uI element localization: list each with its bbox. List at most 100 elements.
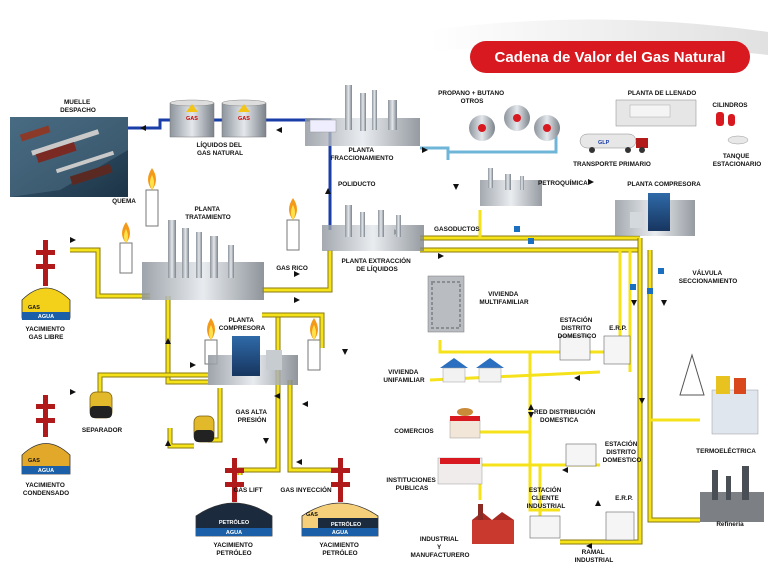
label-yac-petroleo-1b: PETRÓLEO bbox=[216, 548, 251, 557]
label-valvula-2: SECCIONAMIENTO bbox=[679, 278, 737, 285]
label-transporte: TRANSPORTE PRIMARIO bbox=[573, 161, 651, 168]
label-cliente-3: INDUSTRIAL bbox=[527, 503, 566, 510]
compressor-plant-top bbox=[615, 193, 695, 236]
label-industrial-2: Y bbox=[437, 544, 442, 551]
label-cliente-2: CLIENTE bbox=[531, 495, 559, 502]
extraction-plant bbox=[322, 205, 424, 251]
res-tag-petroleo: PETRÓLEO bbox=[219, 518, 250, 526]
petrochemical-plant bbox=[480, 168, 542, 206]
pipe-network bbox=[70, 118, 700, 545]
label-tanque-1: TANQUE bbox=[723, 153, 750, 160]
label-liquidos-1: LÍQUIDOS DEL bbox=[196, 140, 242, 149]
label-estacion-1b: DISTRITO bbox=[561, 325, 591, 332]
filling-plant bbox=[615, 99, 749, 145]
label-extraccion-2: DE LÍQUIDOS bbox=[356, 264, 398, 273]
label-fraccionamiento-2: FRACCIONAMIENTO bbox=[330, 155, 393, 162]
svg-text:VIVIENDA MULTIFAMILIAR: VIVIENDA MULTIFAMILIAR bbox=[479, 291, 529, 306]
wellhead-icon bbox=[331, 458, 350, 502]
res-tag-gas: GAS bbox=[28, 458, 40, 464]
shop-building bbox=[449, 408, 481, 439]
wellhead-icon bbox=[36, 395, 55, 437]
reservoir-petroleo-2: GAS PETRÓLEO AGUA bbox=[301, 502, 379, 537]
label-propano-1: PROPANO + BUTANO bbox=[438, 90, 504, 97]
reservoir-condensado: GAS AGUA bbox=[21, 443, 71, 475]
svg-text:PLANTA EXTRACCIÓN DE LÍQ: PLANTA EXTRACCIÓN DE LÍQUIDOS bbox=[341, 256, 412, 273]
tank-tag-1: GAS bbox=[186, 116, 198, 122]
factory-building bbox=[472, 504, 514, 544]
label-gas-lift: GAS LIFT bbox=[233, 487, 262, 494]
res-tag-gas: GAS bbox=[306, 512, 318, 518]
label-petroquimica: PETROQUÍMICA bbox=[538, 178, 588, 187]
label-extraccion-1: PLANTA EXTRACCIÓN bbox=[341, 256, 411, 265]
apartment-building bbox=[427, 275, 465, 333]
flow-arrows bbox=[70, 125, 667, 549]
label-gas-rico: GAS RICO bbox=[276, 265, 308, 272]
compressor-plant-mid bbox=[208, 336, 298, 385]
reservoir-petroleo-1: PETRÓLEO AGUA bbox=[195, 502, 273, 537]
label-gas-inyeccion: GAS INYECCIÓN bbox=[280, 485, 332, 494]
separator-vessel bbox=[89, 391, 113, 419]
svg-text:YACIMIENTO GAS LIBRE: YACIMIENTO GAS LIBRE bbox=[25, 326, 66, 341]
port-photo bbox=[10, 117, 128, 197]
svg-text:PLANTA COMPRESORA: PLANTA COMPRESORA bbox=[219, 317, 266, 332]
erp-stations bbox=[529, 335, 635, 541]
svg-text:GAS ALTA PRESIÓN: GAS ALTA PRESIÓN bbox=[235, 409, 268, 424]
label-planta-llenado: PLANTA DE LLENADO bbox=[628, 90, 697, 97]
svg-text:ESTACIÓN DISTRITO: ESTACIÓN DISTRITO DOMESTICO bbox=[558, 315, 597, 340]
diagram-title: Cadena de Valor del Gas Natural bbox=[495, 49, 726, 66]
refinery-plant bbox=[700, 466, 764, 522]
svg-text:PROPANO + BUTANO OTROS: PROPANO + BUTANO OTROS bbox=[438, 90, 506, 105]
res-tag-agua: AGUA bbox=[332, 530, 348, 536]
res-tag-agua: AGUA bbox=[38, 314, 54, 320]
tank-tag-2: GAS bbox=[238, 116, 250, 122]
svg-text:INDUSTRIAL Y MANUF: INDUSTRIAL Y MANUFACTURERO bbox=[411, 536, 470, 559]
treatment-plant bbox=[142, 220, 264, 300]
label-yac-petroleo-1a: YACIMIENTO bbox=[213, 542, 252, 549]
label-ramal-1: RAMAL bbox=[582, 549, 605, 556]
flares bbox=[119, 168, 321, 371]
label-red-2: DOMESTICA bbox=[540, 417, 579, 424]
label-poliducto: POLIDUCTO bbox=[338, 181, 376, 188]
res-tag-gas: GAS bbox=[28, 305, 40, 311]
svg-text:LÍQUIDOS DEL GAS NATURAL: LÍQUIDOS DEL GAS NATURAL bbox=[196, 140, 243, 157]
label-tanque-2: ESTACIONARIO bbox=[713, 161, 762, 168]
res-tag-petroleo: PETRÓLEO bbox=[331, 520, 362, 528]
label-yac-libre-2: GAS LIBRE bbox=[29, 334, 65, 341]
flare-icon bbox=[286, 198, 300, 251]
arrow-left bbox=[140, 125, 146, 131]
truck-tag: GLP bbox=[598, 140, 610, 146]
label-refineria: Refinería bbox=[716, 521, 744, 528]
flare-icon bbox=[119, 222, 133, 274]
label-muelle-1: MUELLE bbox=[64, 99, 91, 106]
flare-icon bbox=[145, 168, 159, 227]
label-compresora-mid-2: COMPRESORA bbox=[219, 325, 266, 332]
svg-text:PLANTA TRATAMIENTO: PLANTA TRATAMIENTO bbox=[185, 206, 230, 221]
houses bbox=[440, 358, 504, 383]
lpg-spheres bbox=[469, 105, 560, 141]
label-separador: SEPARADOR bbox=[82, 427, 123, 434]
label-industrial-1: INDUSTRIAL bbox=[420, 536, 459, 543]
label-quema: QUEMA bbox=[112, 198, 136, 205]
label-tratamiento-1: PLANTA bbox=[195, 206, 221, 213]
label-yac-petroleo-2b: PETRÓLEO bbox=[322, 548, 357, 557]
labels: MUELLE DESPACHO LÍQUIDOS DEL GAS NATURAL… bbox=[23, 90, 761, 564]
label-gasoductos: GASODUCTOS bbox=[434, 226, 480, 233]
lpg-truck: GLP bbox=[579, 133, 648, 153]
label-estacion-1a: ESTACIÓN bbox=[560, 315, 593, 324]
label-instituciones-2: PUBLICAS bbox=[396, 485, 429, 492]
high-pressure-vessel bbox=[193, 415, 215, 443]
label-gas-alta-2: PRESIÓN bbox=[238, 415, 267, 424]
wellheads bbox=[36, 240, 350, 502]
label-cilindros: CILINDROS bbox=[712, 102, 748, 109]
label-erp-2: E.R.P. bbox=[615, 495, 633, 502]
svg-text:RED DISTRIBUCIÓN DOMESTI: RED DISTRIBUCIÓN DOMESTICA bbox=[534, 407, 597, 424]
res-tag-agua: AGUA bbox=[38, 468, 54, 474]
label-estacion-2a: ESTACIÓN bbox=[605, 439, 638, 448]
label-yac-condensado-2: CONDENSADO bbox=[23, 490, 69, 497]
svg-text:MUELLE DESPACHO: MUELLE DESPACHO bbox=[60, 99, 96, 114]
svg-text:VÁLVULA SECCIONAMIENTO: VÁLVULA SECCIONAMIENTO bbox=[679, 268, 737, 285]
label-ramal-2: INDUSTRIAL bbox=[575, 557, 614, 564]
label-estacion-1c: DOMESTICO bbox=[558, 333, 597, 340]
label-comercios: COMERCIOS bbox=[394, 428, 434, 435]
